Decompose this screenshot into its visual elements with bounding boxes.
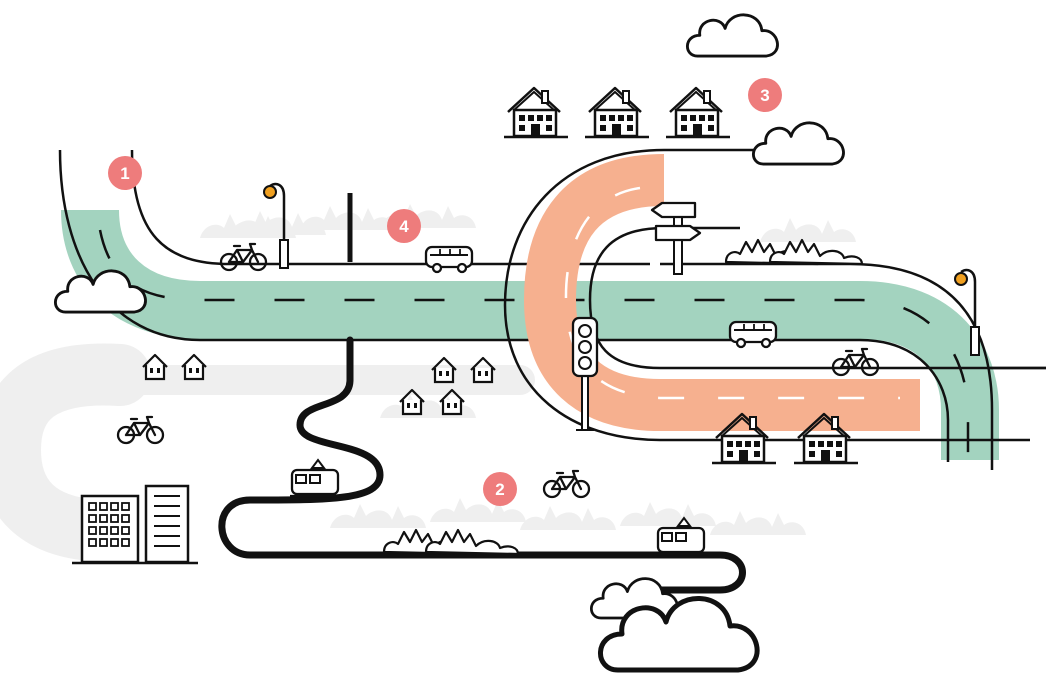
- small-house-icon: [469, 356, 497, 384]
- street-lamp-icon: [263, 182, 289, 269]
- signpost-icon: [650, 201, 702, 275]
- bicycle-icon: [542, 469, 591, 499]
- tree-cluster-icon: [768, 238, 864, 266]
- small-house-icon: [430, 356, 458, 384]
- bicycle-icon: [116, 415, 165, 445]
- marker-2: 2: [483, 472, 517, 506]
- marker-4: 4: [387, 209, 421, 243]
- marker-2-label: 2: [495, 480, 504, 499]
- apartment-building-icon: [72, 484, 198, 565]
- orange-road: [503, 148, 1046, 442]
- marker-3-label: 3: [760, 86, 769, 105]
- small-house-icon: [180, 353, 208, 381]
- marker-4-label: 4: [399, 217, 409, 236]
- marker-3: 3: [748, 78, 782, 112]
- tree-cluster-icon: [424, 528, 520, 556]
- green-road: [58, 149, 999, 470]
- bicycle-icon: [831, 347, 880, 377]
- bicycle-icon: [219, 242, 268, 272]
- tram-icon: [288, 458, 344, 498]
- house-icon: [664, 86, 732, 139]
- small-house-icon: [141, 353, 169, 381]
- traffic-light-icon: [571, 316, 599, 431]
- house-icon: [583, 86, 651, 139]
- tram-line: [218, 336, 746, 594]
- cloud-icon: [685, 13, 779, 58]
- bus-icon: [728, 320, 778, 349]
- marker-1: 1: [108, 156, 142, 190]
- marker-1-label: 1: [120, 164, 129, 183]
- street-lamp-icon: [954, 268, 980, 356]
- cloud-icon: [751, 121, 845, 166]
- bus-icon: [424, 245, 474, 274]
- house-icon: [502, 86, 570, 139]
